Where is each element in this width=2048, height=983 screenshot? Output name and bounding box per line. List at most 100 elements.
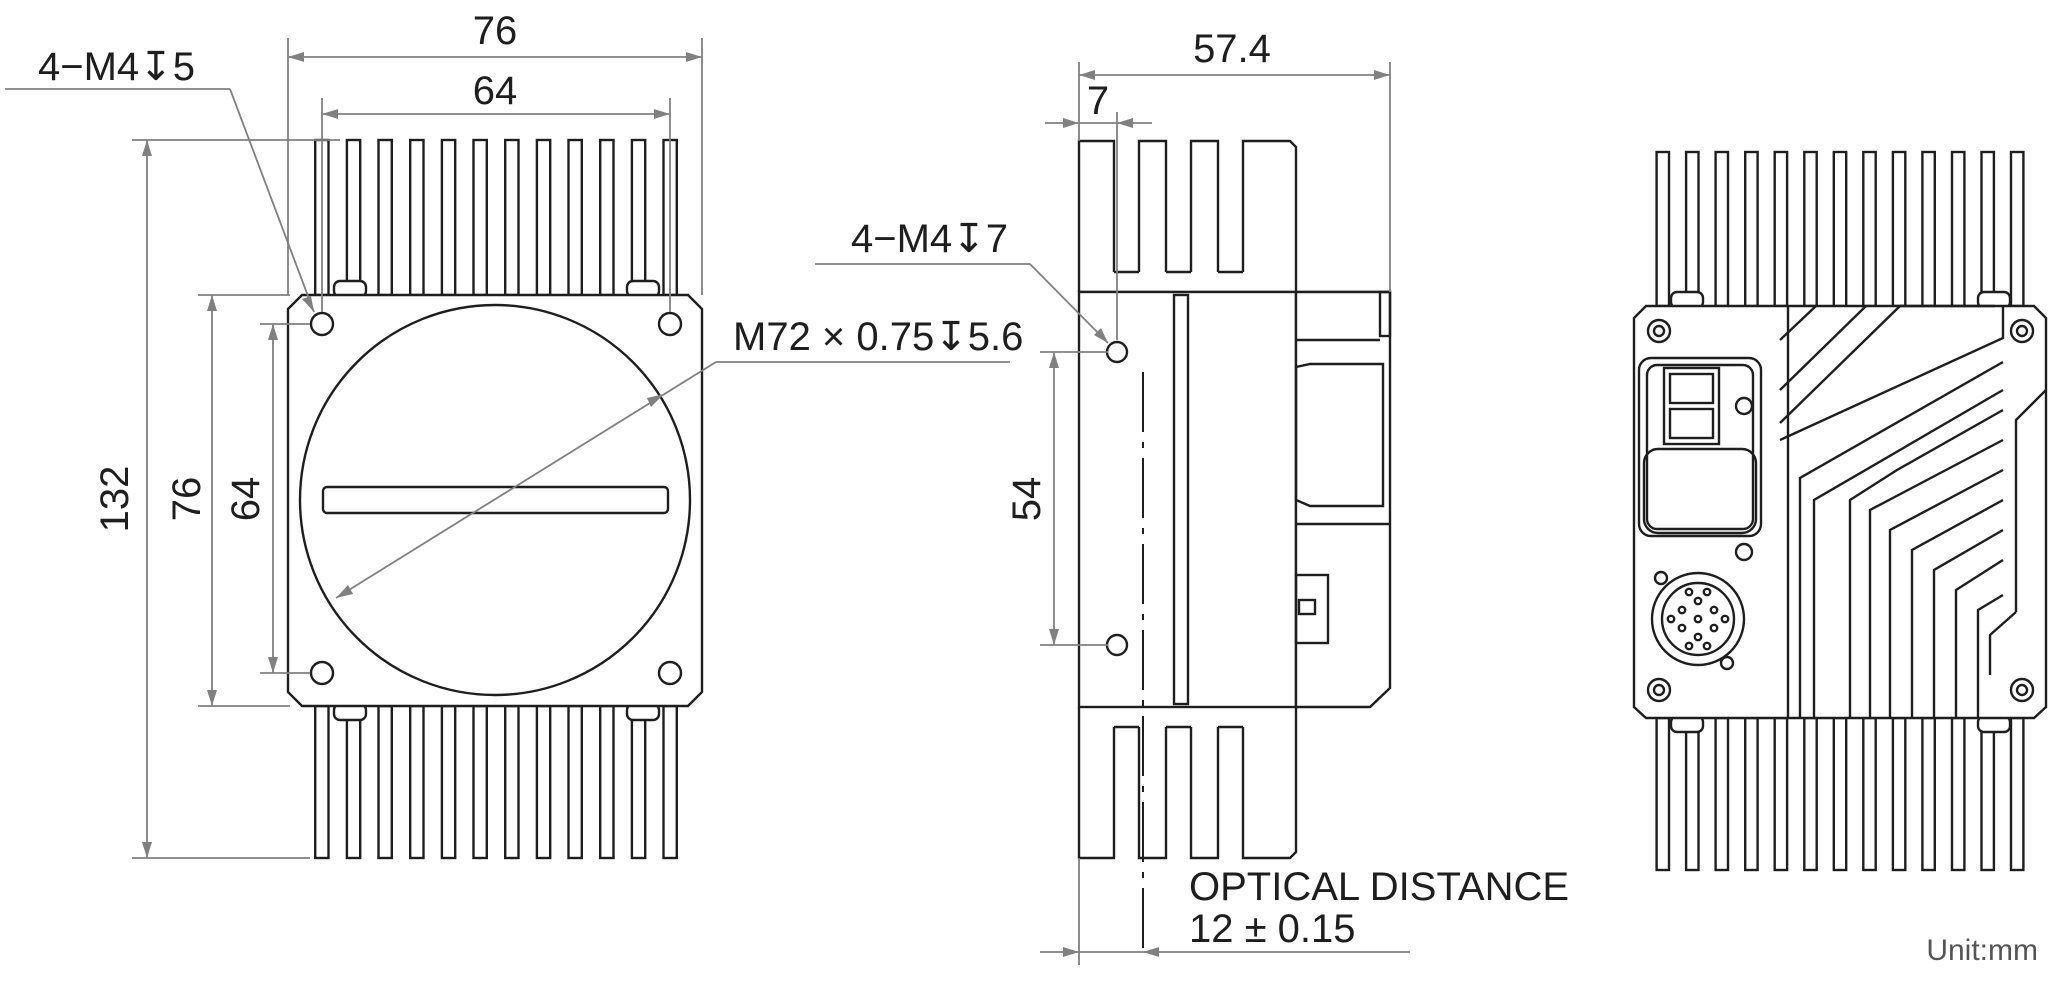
heatsink-fin <box>630 138 647 297</box>
heatsink-fin <box>345 704 362 860</box>
rear-screw-bottom-left <box>1646 677 1672 703</box>
arrow <box>268 657 278 673</box>
rear-led-bottom <box>1734 542 1754 562</box>
heatsink-fin <box>440 138 457 297</box>
dim-depth-total: 57.4 <box>1193 27 1271 71</box>
heatsink-fin <box>409 704 425 860</box>
heatsink-fin <box>1655 150 1671 308</box>
heatsink-fin <box>599 704 615 860</box>
heatsink-fin <box>472 704 489 860</box>
rear-io-connector-inner <box>1660 581 1736 657</box>
heatsink-fin <box>662 704 679 860</box>
mount-hole-top-left <box>309 311 335 337</box>
arrow <box>142 842 152 858</box>
dim-height-holes: 64 <box>224 477 268 522</box>
rear-ribbing <box>1779 304 2047 718</box>
front-bottom-fins <box>314 702 679 860</box>
dim-width-outer: 76 <box>473 9 518 53</box>
dim-hole-spacing: 54 <box>1005 477 1049 522</box>
rear-io-connector <box>1650 571 1746 667</box>
io-pin <box>1693 614 1703 624</box>
side-bottom-fins <box>1077 707 1298 860</box>
io-pin <box>1709 623 1719 633</box>
arrow <box>302 296 314 312</box>
front-view: 76 64 132 76 64 4−M4↧5 <box>5 9 1023 860</box>
heatsink-fin <box>1862 716 1877 872</box>
io-pin <box>1702 641 1712 651</box>
heatsink-fin <box>2009 716 2025 872</box>
heatsink-fin <box>1921 716 1937 872</box>
sensor-slit <box>321 485 670 515</box>
arrow <box>1049 352 1059 368</box>
side-top-fins <box>1077 139 1298 292</box>
label-optical-distance-value: 12 ± 0.15 <box>1189 907 1356 951</box>
io-pin <box>1709 605 1719 615</box>
rear-port-slot-bottom <box>1668 407 1715 440</box>
heatsink-fin <box>504 704 520 860</box>
arrow <box>322 109 338 119</box>
arrow <box>1117 118 1133 128</box>
heatsink-fin <box>472 138 489 297</box>
heatsink-fin <box>345 138 362 297</box>
side-connector-block <box>1294 362 1385 508</box>
heatsink-fin <box>377 138 394 297</box>
dim-hole-offset: 7 <box>1087 79 1109 123</box>
lens-mount-circle <box>298 303 692 697</box>
arrow <box>1079 70 1095 80</box>
heatsink-fin <box>1891 150 1907 308</box>
heatsink-fin <box>1743 150 1759 308</box>
arrow <box>288 52 304 62</box>
heatsink-fin <box>1684 716 1700 872</box>
side-mount-flange <box>1172 293 1190 706</box>
heatsink-fin <box>1714 150 1730 308</box>
rear-top-fins <box>1655 150 2025 310</box>
rear-bottom-fins <box>1655 714 2025 872</box>
label-lens-mount-thread: M72 × 0.75↧5.6 <box>733 315 1023 359</box>
leader-line <box>1029 263 1109 344</box>
mount-hole-bottom-right <box>657 660 683 686</box>
rear-io-pins <box>1666 587 1730 651</box>
front-body-plate <box>286 293 704 708</box>
rear-view: Unit:mm <box>1632 150 2048 967</box>
io-pin <box>1684 641 1694 651</box>
mount-hole-top-right <box>657 311 683 337</box>
heatsink-fin <box>1832 150 1848 308</box>
label-optical-distance: OPTICAL DISTANCE <box>1189 865 1569 909</box>
heatsink-fin <box>1803 716 1818 872</box>
mount-hole-bottom-left <box>309 660 335 686</box>
heatsink-fin <box>535 138 552 297</box>
side-rear-housing <box>1294 290 1392 709</box>
heatsink-fin <box>630 704 647 860</box>
io-pin <box>1693 596 1703 606</box>
rear-io-screw <box>1653 570 1669 586</box>
rear-screw-bottom-right <box>2009 677 2035 703</box>
arrow <box>1049 629 1059 645</box>
dim-height-total: 132 <box>93 466 137 533</box>
heatsink-fin <box>1684 150 1700 308</box>
arrow <box>268 324 278 340</box>
heatsink-fin <box>314 704 330 860</box>
heatsink-fin <box>2009 150 2025 308</box>
label-front-mount-threads: 4−M4↧5 <box>38 45 195 89</box>
heatsink-fin <box>1980 716 1996 872</box>
arrow <box>142 140 152 156</box>
side-view: 57.4 7 4−M4↧7 54 OPTICAL DISTANCE 12 ± 0… <box>815 27 1569 965</box>
io-pin <box>1693 632 1703 642</box>
rear-port-panel <box>1637 356 1763 538</box>
front-top-fins <box>314 138 679 299</box>
rear-dual-port <box>1662 366 1721 446</box>
heatsink-fin <box>1743 716 1759 872</box>
arrow <box>1063 118 1079 128</box>
io-pin <box>1677 605 1687 615</box>
heatsink-fin <box>1950 716 1966 872</box>
leader-line <box>229 88 315 313</box>
heatsink-fin <box>409 138 425 297</box>
heatsink-fin <box>504 138 520 297</box>
heatsink-fin <box>1714 716 1730 872</box>
side-port <box>1294 573 1330 645</box>
heatsink-fin <box>440 704 457 860</box>
arrow <box>654 109 670 119</box>
heatsink-fin <box>1980 150 1996 308</box>
io-pin <box>1684 587 1694 597</box>
arrow <box>1094 328 1108 343</box>
